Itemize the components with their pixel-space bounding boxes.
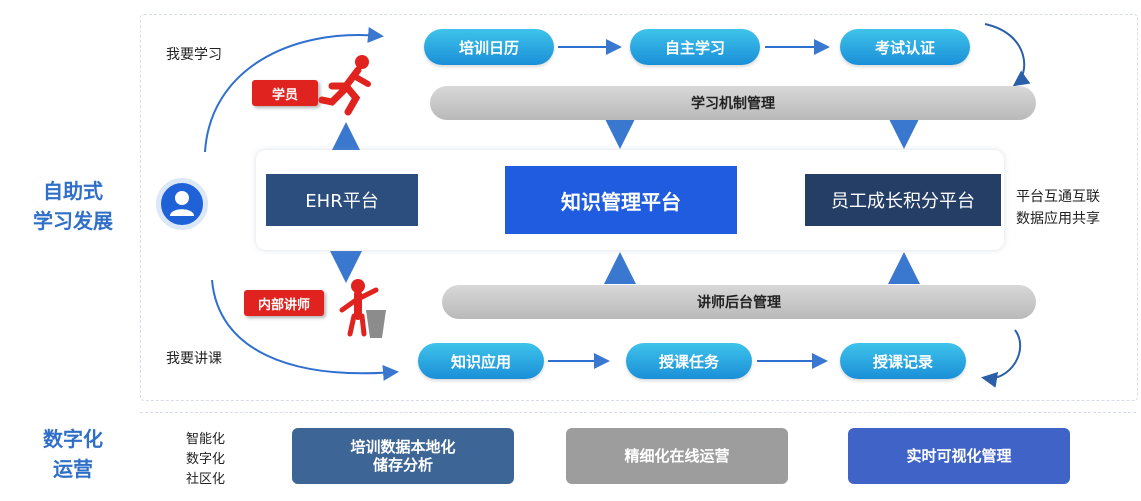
learner-role-tag: 学员 <box>252 80 318 106</box>
lecturer-prompt: 我要讲课 <box>166 351 222 367</box>
lecturer-role-tag: 内部讲师 <box>244 290 324 316</box>
running-person-icon <box>318 55 371 116</box>
digital-features: 智能化 数字化 社区化 <box>186 430 225 490</box>
ehr-platform: EHR平台 <box>266 174 418 226</box>
platform-side-note: 平台互通互联 数据应用共享 <box>1016 186 1100 230</box>
feature-community: 社区化 <box>186 472 226 487</box>
digital-ops-title-line1: 数字化 <box>43 427 103 451</box>
feature-digital: 数字化 <box>186 452 226 467</box>
lecturer-admin-bar: 讲师后台管理 <box>442 285 1036 319</box>
knowledge-platform: 知识管理平台 <box>505 166 737 234</box>
digital-ops-title-line2: 运营 <box>53 457 93 481</box>
flow-training-calendar[interactable]: 培训日历 <box>424 29 554 65</box>
lecturer-podium-icon <box>339 279 386 338</box>
user-avatar-icon <box>156 178 208 230</box>
side-note-line2: 数据应用共享 <box>1016 211 1100 227</box>
self-learning-title-line2: 学习发展 <box>33 209 113 233</box>
growth-points-platform: 员工成长积分平台 <box>805 174 1001 226</box>
online-operations-box: 精细化在线运营 <box>566 428 788 484</box>
flow-exam-certification[interactable]: 考试认证 <box>840 29 970 65</box>
self-learning-frame <box>140 14 1138 401</box>
flow-knowledge-application[interactable]: 知识应用 <box>418 343 544 379</box>
flow-teaching-tasks[interactable]: 授课任务 <box>626 343 752 379</box>
data-localization-box: 培训数据本地化 储存分析 <box>292 428 514 484</box>
realtime-visual-management-box: 实时可视化管理 <box>848 428 1070 484</box>
learner-prompt: 我要学习 <box>166 47 222 63</box>
flow-self-study[interactable]: 自主学习 <box>630 29 760 65</box>
digital-ops-frame <box>140 412 1136 498</box>
digital-ops-title: 数字化 运营 <box>18 424 128 484</box>
feature-intelligent: 智能化 <box>186 432 226 447</box>
self-learning-title-line1: 自助式 <box>43 179 103 203</box>
side-note-line1: 平台互通互联 <box>1016 189 1100 205</box>
self-learning-title: 自助式 学习发展 <box>18 176 128 236</box>
learning-mechanism-bar: 学习机制管理 <box>430 86 1036 120</box>
flow-teaching-records[interactable]: 授课记录 <box>840 343 966 379</box>
